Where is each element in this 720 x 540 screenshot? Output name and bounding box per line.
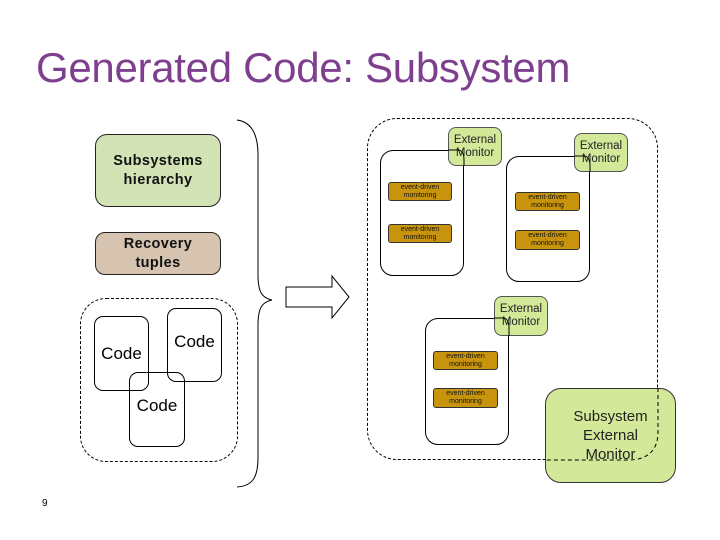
container-dashed-overlay xyxy=(545,388,659,461)
em-line2: Monitor xyxy=(455,146,495,159)
right-curly-brace xyxy=(236,119,273,488)
edm-line2: monitoring xyxy=(403,233,437,241)
code-label: Code xyxy=(101,343,142,363)
edm-line1: event-driven xyxy=(400,225,440,233)
monitored-component xyxy=(380,150,464,276)
edm-line1: event-driven xyxy=(446,390,485,397)
recovery-line2: tuples xyxy=(135,254,181,271)
slide-title: Generated Code: Subsystem xyxy=(36,44,571,91)
code-box: Code xyxy=(167,308,222,382)
em-line2: Monitor xyxy=(501,316,541,328)
code-group-container xyxy=(80,298,238,462)
edm-line2: monitoring xyxy=(531,240,564,247)
em-line1: External xyxy=(499,303,543,315)
edm-line2: monitoring xyxy=(531,201,564,209)
em-overlap-line xyxy=(494,317,510,336)
edm-line1: event-driven xyxy=(528,232,567,239)
hierarchy-line1: Subsystems xyxy=(113,152,203,169)
code-box: Code xyxy=(94,316,149,391)
subsystems-hierarchy-box: Subsystems hierarchy xyxy=(95,134,221,207)
em-overlap-line xyxy=(574,155,591,172)
edm-line1: event-driven xyxy=(446,352,485,360)
edm-line1: event-driven xyxy=(400,183,440,191)
edm-line2: monitoring xyxy=(403,191,437,199)
sem-line2: External xyxy=(582,427,638,444)
edm-line2: monitoring xyxy=(449,398,482,405)
right-block-arrow-icon xyxy=(285,274,350,320)
em-line1: External xyxy=(579,139,623,152)
page-number: 9 xyxy=(42,498,48,509)
sem-line3: Monitor xyxy=(585,446,636,463)
code-label: Code xyxy=(136,395,178,415)
monitored-component xyxy=(506,156,590,282)
code-label: Code xyxy=(174,332,215,351)
monitored-component xyxy=(425,318,509,445)
recovery-tuples-box: Recovery tuples xyxy=(95,232,221,275)
code-box: Code xyxy=(129,372,185,447)
edm-line1: event-driven xyxy=(528,193,567,201)
subsystem-container xyxy=(367,118,658,460)
em-overlap-line xyxy=(448,149,465,166)
edm-line2: monitoring xyxy=(449,360,482,368)
sem-line1: Subsystem xyxy=(573,408,648,425)
em-line2: Monitor xyxy=(581,152,621,165)
recovery-line1: Recovery xyxy=(123,235,193,252)
hierarchy-line2: hierarchy xyxy=(123,171,193,188)
em-line1: External xyxy=(453,133,497,146)
